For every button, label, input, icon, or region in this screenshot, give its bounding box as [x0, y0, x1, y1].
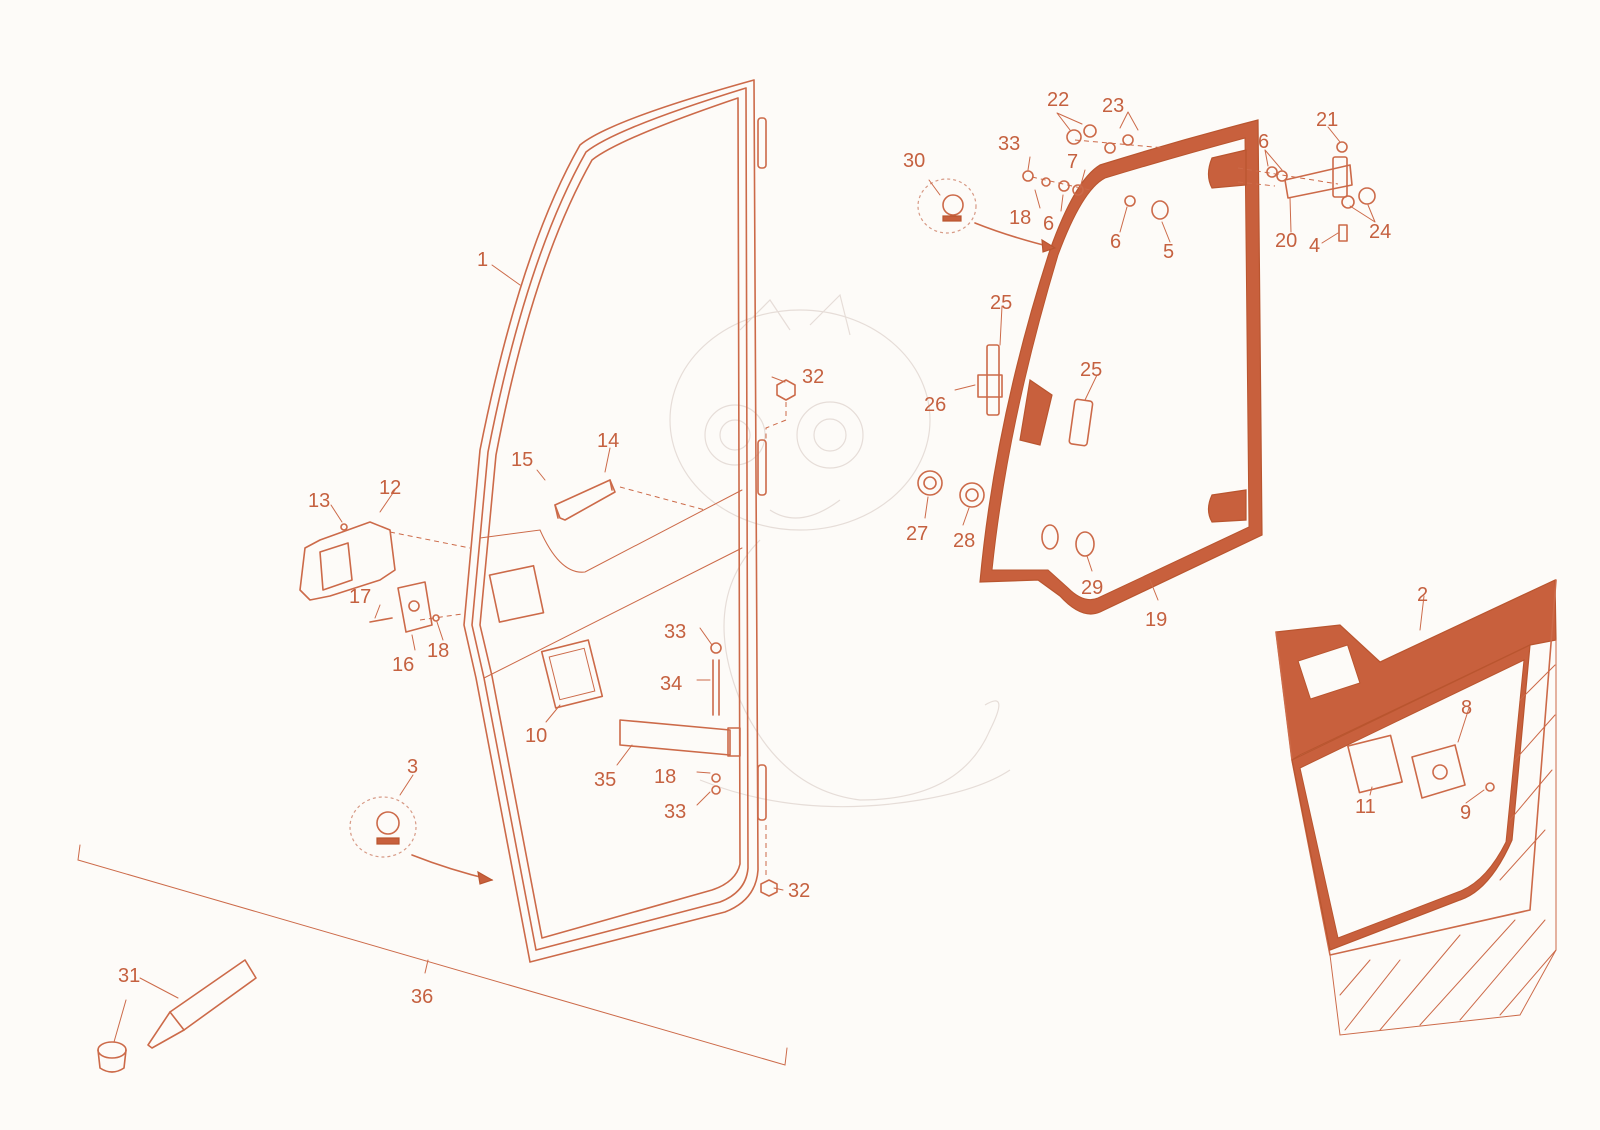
label-part-10: 10 [525, 725, 547, 747]
label-part-6-b: 6 [1043, 213, 1054, 235]
kit-bracket-line [77, 844, 788, 1066]
label-part-3: 3 [407, 756, 418, 778]
label-part-29: 29 [1081, 577, 1103, 599]
label-part-18-a: 18 [427, 640, 449, 662]
leader-lines [113, 111, 1485, 1043]
glass-panel [917, 119, 1376, 615]
inner-trim-panel [1275, 579, 1557, 1036]
label-part-19: 19 [1145, 609, 1167, 631]
label-part-2: 2 [1417, 584, 1428, 606]
sealant-tube [97, 959, 257, 1073]
label-part-6-a: 6 [1258, 131, 1269, 153]
label-part-25-a: 25 [990, 292, 1012, 314]
watermark-dragon-sketch [669, 293, 1011, 808]
label-part-36: 36 [411, 986, 433, 1008]
label-part-18-c: 18 [654, 766, 676, 788]
label-part-22: 22 [1047, 89, 1069, 111]
label-part-25-b: 25 [1080, 359, 1102, 381]
label-part-32-a: 32 [802, 366, 824, 388]
lock-parts [299, 521, 440, 633]
label-part-7: 7 [1067, 151, 1078, 173]
label-part-26: 26 [924, 394, 946, 416]
label-part-15: 15 [511, 449, 533, 471]
label-part-27: 27 [906, 523, 928, 545]
label-part-9: 9 [1460, 802, 1471, 824]
label-part-18-b: 18 [1009, 207, 1031, 229]
label-part-4: 4 [1309, 235, 1320, 257]
label-part-33-a: 33 [998, 133, 1020, 155]
label-part-17: 17 [349, 586, 371, 608]
label-part-8: 8 [1461, 697, 1472, 719]
label-part-23: 23 [1102, 95, 1124, 117]
label-part-12: 12 [379, 477, 401, 499]
door-frame-assembly [349, 79, 796, 963]
part-labels: 1 2 3 4 5 6 6 6 7 8 9 10 11 12 13 14 15 … [118, 89, 1472, 1008]
label-part-24: 24 [1369, 221, 1391, 243]
label-part-31: 31 [118, 965, 140, 987]
label-part-30: 30 [903, 150, 925, 172]
label-part-28: 28 [953, 530, 975, 552]
label-part-6-c: 6 [1110, 231, 1121, 253]
label-part-35: 35 [594, 769, 616, 791]
label-part-20: 20 [1275, 230, 1297, 252]
label-part-32-b: 32 [788, 880, 810, 902]
label-part-21: 21 [1316, 109, 1338, 131]
label-part-34: 34 [660, 673, 682, 695]
label-part-16: 16 [392, 654, 414, 676]
label-part-11: 11 [1355, 796, 1376, 818]
label-part-33-b: 33 [664, 621, 686, 643]
label-part-5: 5 [1163, 241, 1174, 263]
label-part-33-c: 33 [664, 801, 686, 823]
label-part-14: 14 [597, 430, 619, 452]
label-part-13: 13 [308, 490, 330, 512]
label-part-1: 1 [477, 249, 488, 271]
